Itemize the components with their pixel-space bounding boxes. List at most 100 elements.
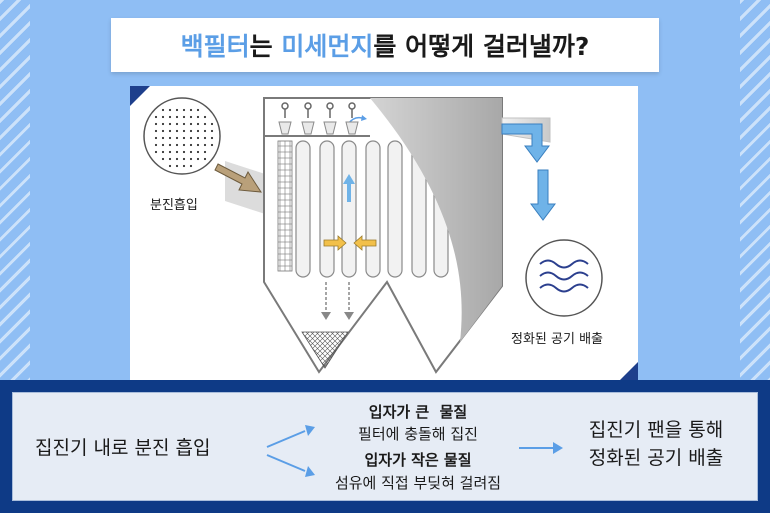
dust-dot	[161, 115, 165, 119]
title-part-2: 는	[249, 32, 282, 61]
dust-dot	[203, 136, 207, 140]
pulse-air-arrows	[323, 235, 377, 251]
dust-falling-arrows	[325, 282, 350, 312]
dust-dot	[196, 150, 200, 154]
dust-dot	[210, 136, 214, 140]
dust-dot	[175, 115, 179, 119]
large-particle-desc: 필터에 충돌해 집진	[358, 425, 478, 443]
filter-bags	[295, 140, 449, 278]
dust-dot	[210, 129, 214, 133]
process-flow-panel: 집진기 내로 분진 흡입 입자가 큰 물질 필터에 충돌해 집진 입자가 작은 …	[12, 392, 758, 501]
small-particle-heading: 입자가 작은 물질	[364, 451, 472, 469]
dust-dot	[182, 157, 186, 161]
dust-dot	[203, 157, 207, 161]
dust-dot	[161, 108, 165, 112]
dust-dot	[154, 143, 158, 147]
clean-air-waves-icon	[525, 239, 603, 317]
dust-dot	[203, 129, 207, 133]
title-part-3: 미세먼지	[281, 32, 374, 61]
dust-dot	[154, 150, 158, 154]
dust-dot	[189, 122, 193, 126]
dust-dot	[168, 122, 172, 126]
dust-dot	[189, 108, 193, 112]
dust-dot	[196, 108, 200, 112]
outlet-label: 정화된 공기 배출	[511, 332, 603, 347]
cutaway-shade	[370, 98, 502, 342]
right-stripes	[740, 0, 770, 380]
dust-particles-icon	[143, 97, 221, 175]
dust-dot	[175, 108, 179, 112]
flow-end-line2: 정화된 공기 배출	[588, 447, 724, 469]
dust-dot	[182, 108, 186, 112]
dust-dot	[182, 164, 186, 168]
dust-inlet-arrow	[214, 163, 262, 193]
baghouse-illustration	[143, 97, 603, 374]
venturi-tops	[278, 121, 359, 135]
dust-dot	[189, 136, 193, 140]
flow-end-line1: 집진기 팬을 통해	[588, 419, 724, 441]
dust-fall-head-1	[321, 312, 331, 320]
bottom-band: 집진기 내로 분진 흡입 입자가 큰 물질 필터에 충돌해 집진 입자가 작은 …	[0, 380, 770, 513]
large-particle-heading: 입자가 큰 물질	[368, 403, 468, 421]
airflow-up-arrow	[343, 174, 355, 202]
dust-dot	[210, 143, 214, 147]
dust-dot	[203, 115, 207, 119]
baghouse-diagram: 분진흡입 정화된 공기 배출	[130, 86, 638, 382]
dust-dot	[182, 129, 186, 133]
dust-dot	[189, 157, 193, 161]
inlet-label: 분진흡입	[150, 198, 198, 213]
dust-dot	[154, 115, 158, 119]
dust-dot	[196, 129, 200, 133]
title-part-4: 를 어떻게 걸러낼까?	[373, 32, 590, 61]
dust-dot	[196, 136, 200, 140]
dust-dot	[189, 129, 193, 133]
dust-dot	[189, 164, 193, 168]
dust-dot	[161, 129, 165, 133]
dust-dot	[182, 122, 186, 126]
flow-start-text: 집진기 내로 분진 흡입	[35, 437, 211, 459]
dust-dot	[168, 136, 172, 140]
dust-dot	[175, 157, 179, 161]
hopper-dust	[301, 331, 349, 369]
dust-dot	[168, 150, 172, 154]
small-particle-desc: 섬유에 직접 부딪혀 걸려짐	[334, 474, 502, 492]
dust-dot	[154, 129, 158, 133]
dust-dot	[154, 122, 158, 126]
dust-dot	[189, 150, 193, 154]
dust-dot	[182, 143, 186, 147]
dust-dot	[168, 129, 172, 133]
dust-dot	[175, 164, 179, 168]
dust-dot	[161, 143, 165, 147]
dust-dot	[182, 136, 186, 140]
dust-dot	[196, 143, 200, 147]
pulse-arrow-small-head	[361, 115, 367, 121]
title-part-1: 백필터	[180, 32, 250, 61]
dust-dot	[196, 115, 200, 119]
dust-dot	[168, 143, 172, 147]
dust-dot	[154, 136, 158, 140]
dust-dot	[168, 157, 172, 161]
corner-accent-top-left	[130, 86, 150, 106]
dust-dot	[196, 122, 200, 126]
dust-dot	[196, 157, 200, 161]
dust-dot	[175, 150, 179, 154]
dust-dot	[203, 143, 207, 147]
dust-dot	[175, 143, 179, 147]
dust-dot	[203, 122, 207, 126]
flow-merge-arrow	[519, 442, 563, 454]
dust-dot	[161, 157, 165, 161]
dust-dot	[168, 115, 172, 119]
dust-fall-head-2	[344, 312, 354, 320]
dust-dot	[168, 164, 172, 168]
dust-dot	[175, 129, 179, 133]
dust-dot	[189, 143, 193, 147]
dust-dot	[182, 150, 186, 154]
dust-dot	[161, 136, 165, 140]
dust-dot	[182, 115, 186, 119]
left-stripes	[0, 0, 30, 380]
pulse-nozzles	[281, 102, 356, 118]
flow-split-arrows	[266, 425, 315, 477]
filter-cage-grid	[277, 140, 293, 272]
outlet-arrow	[501, 123, 556, 221]
